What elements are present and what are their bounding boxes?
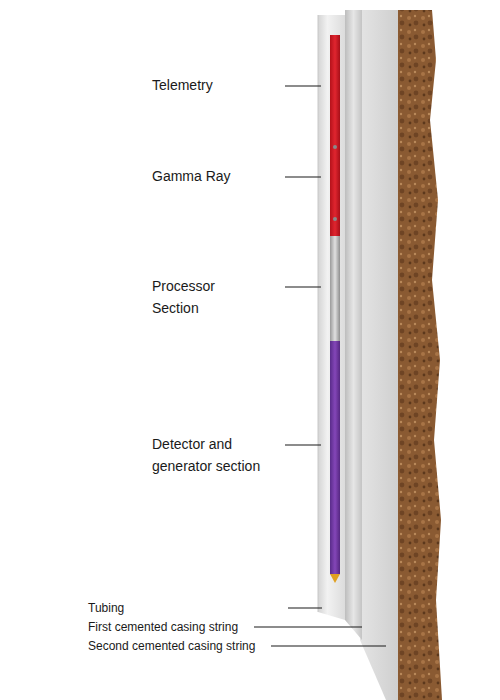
part-label: Tubing xyxy=(88,599,278,618)
part-label: Gamma Ray xyxy=(152,166,272,188)
part-label: First cemented casing string xyxy=(88,618,258,637)
part-label: Telemetry xyxy=(152,75,272,97)
detector-generator-section xyxy=(330,341,340,574)
telemetry-section xyxy=(330,35,340,147)
gamma-ray-section xyxy=(330,147,340,219)
part-label: Second cemented casing string xyxy=(88,637,268,656)
first-casing xyxy=(345,10,362,640)
second-casing xyxy=(360,10,398,700)
tubing xyxy=(318,15,345,620)
processor-section xyxy=(330,236,340,341)
part-label: Detector and generator section xyxy=(152,434,282,477)
part-label: Processor Section xyxy=(152,276,242,319)
tool-tip xyxy=(330,574,340,583)
formation xyxy=(396,10,442,700)
